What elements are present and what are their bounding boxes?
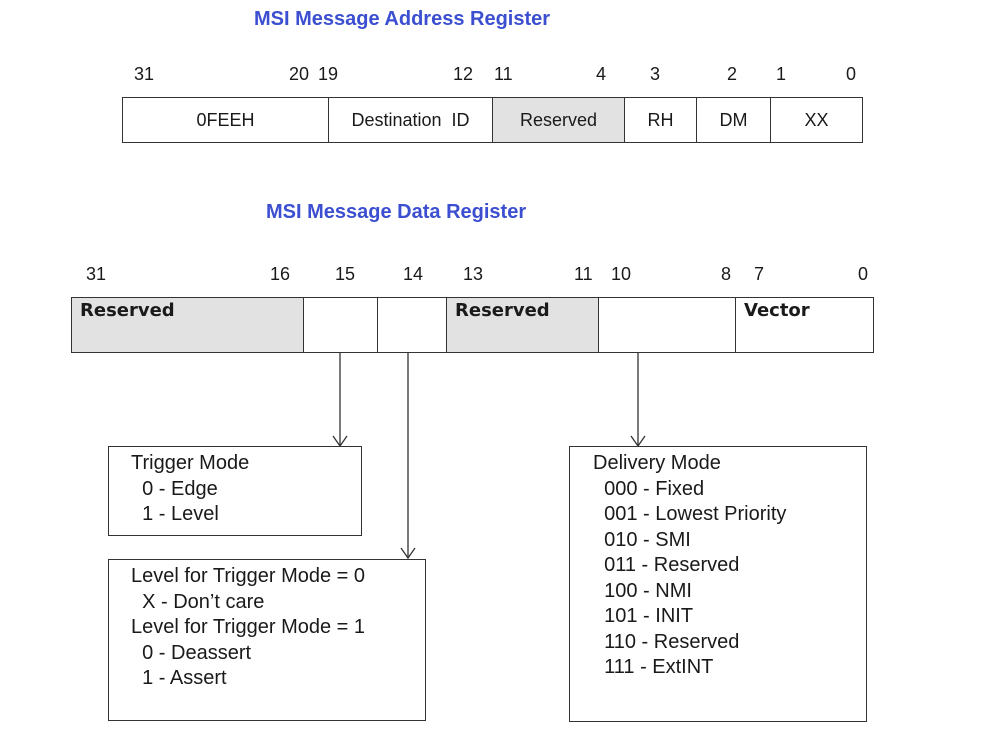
field-label: Reserved [519,109,598,130]
trigger-mode-line: Trigger Mode [131,452,250,474]
data-bit-label: 13 [463,264,484,284]
data-field-delivery-mode [599,298,736,352]
data-bit-label: 11 [574,264,593,284]
address-field-destination-id: Destination ID [329,98,493,142]
delivery-mode-line: 111 - ExtINT [593,656,714,678]
arrowhead-icon [400,547,416,560]
data-bit-label: 10 [611,264,632,284]
address-register: 0FEEH Destination ID Reserved RH DM XX [122,97,863,143]
address-bit-label: 4 [596,64,607,84]
field-label: RH [647,109,674,130]
address-field-xx: XX [771,98,862,142]
field-label: 0FEEH [196,109,255,130]
address-field-dest-fixed: 0FEEH [123,98,329,142]
address-bit-label: 11 [494,64,513,84]
address-bit-label: 0 [846,64,857,84]
delivery-mode-line: 000 - Fixed [593,477,705,500]
delivery-mode-line: Delivery Mode [593,452,721,474]
address-bit-label: 20 [289,64,310,84]
data-field-vector: Vector [736,298,873,352]
field-label: Vector [744,300,810,321]
address-register-title: MSI Message Address Register [254,8,551,30]
level-box: Level for Trigger Mode = 0 X - Don’t car… [108,559,426,721]
delivery-mode-line: 101 - INIT [593,605,694,627]
data-field-level [378,298,447,352]
address-bit-label: 12 [453,64,474,84]
data-bit-label: 14 [403,264,424,284]
delivery-mode-line: 100 - NMI [593,579,692,602]
trigger-mode-box: Trigger Mode 0 - Edge 1 - Level [108,446,362,536]
field-label: Reserved [455,300,550,321]
address-bit-label: 19 [318,64,339,84]
data-register: Reserved Reserved Vector [71,297,874,353]
address-bit-label: 3 [650,64,661,84]
address-bit-label: 1 [776,64,787,84]
trigger-mode-line: 0 - Edge [131,477,218,500]
data-bit-label: 31 [86,264,107,284]
address-bit-label: 2 [727,64,738,84]
field-label: XX [804,109,829,130]
level-line: Level for Trigger Mode = 1 [131,616,366,638]
level-line: 0 - Deassert [131,641,252,664]
data-field-reserved-mid: Reserved [447,298,599,352]
address-field-rh: RH [625,98,697,142]
address-field-reserved: Reserved [493,98,625,142]
field-label: Destination ID [351,109,470,130]
trigger-mode-line: 1 - Level [131,503,219,525]
data-bit-label: 16 [270,264,291,284]
data-bit-label: 7 [754,264,765,284]
data-bit-label: 8 [721,264,732,284]
delivery-mode-line: 001 - Lowest Priority [593,503,787,525]
data-field-trigger-mode [304,298,378,352]
data-bit-label: 15 [335,264,356,284]
data-field-reserved-high: Reserved [72,298,304,352]
address-bit-label: 31 [134,64,155,84]
data-bit-label: 0 [858,264,869,284]
delivery-mode-line: 010 - SMI [593,528,691,551]
data-register-title: MSI Message Data Register [266,201,527,223]
delivery-mode-line: 110 - Reserved [593,630,740,653]
level-line: X - Don’t care [131,590,265,613]
address-field-dm: DM [697,98,771,142]
field-label: DM [719,109,748,130]
delivery-mode-box: Delivery Mode 000 - Fixed 001 - Lowest P… [569,446,867,722]
level-line: 1 - Assert [131,667,227,689]
delivery-mode-line: 011 - Reserved [593,554,740,576]
level-line: Level for Trigger Mode = 0 [131,565,366,587]
field-label: Reserved [80,300,175,321]
